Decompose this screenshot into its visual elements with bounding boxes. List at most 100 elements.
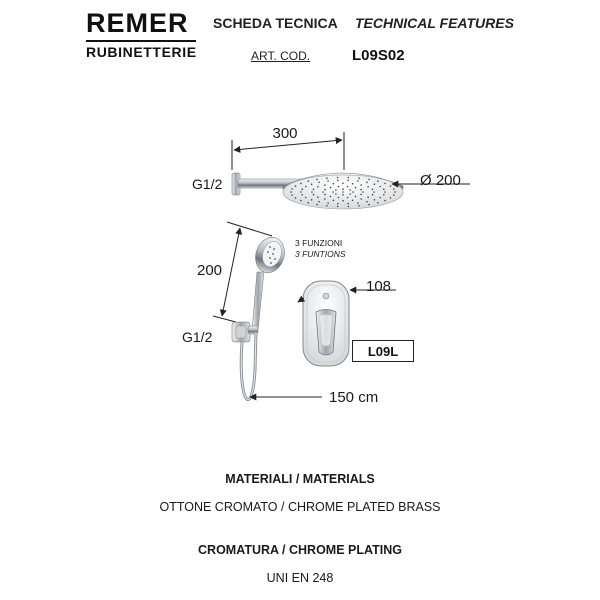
dim-plate-arrow-left bbox=[297, 295, 306, 303]
nozzle-dot bbox=[383, 188, 385, 190]
article-code: L09S02 bbox=[352, 47, 405, 64]
nozzle-dot bbox=[307, 180, 310, 182]
nozzle-dot bbox=[335, 193, 337, 195]
nozzle-dot bbox=[335, 189, 337, 191]
brand-divider bbox=[86, 40, 196, 42]
nozzle-dot bbox=[367, 196, 369, 198]
nozzle-dot bbox=[347, 205, 350, 208]
nozzle-dot bbox=[310, 183, 313, 185]
nozzle-dot bbox=[329, 195, 332, 198]
nozzle-dot bbox=[384, 199, 386, 202]
nozzle-dot bbox=[290, 191, 292, 193]
nozzle-dot bbox=[316, 178, 318, 181]
nozzle-dot bbox=[326, 177, 328, 179]
nozzle-dot bbox=[322, 191, 324, 193]
materials-title: MATERIALI / MATERIALS bbox=[225, 472, 375, 486]
nozzle-dot bbox=[342, 188, 344, 190]
nozzle-dot bbox=[379, 196, 382, 199]
technical-drawing: 300 G1/2 Ø 200 200 G1/2 3 FUNZIONI 3 FUN… bbox=[182, 125, 470, 406]
nozzle-dot bbox=[332, 182, 335, 185]
nozzle-dot bbox=[347, 202, 349, 205]
nozzle-dot bbox=[337, 196, 340, 199]
hand-shower bbox=[251, 237, 285, 331]
nozzle-dot bbox=[358, 177, 360, 179]
nozzle-dot bbox=[332, 191, 334, 193]
functions-label-en: 3 FUNTIONS bbox=[295, 249, 346, 259]
nozzle-dot bbox=[389, 197, 392, 199]
nozzle-dot bbox=[316, 203, 318, 206]
nozzle-dot bbox=[342, 199, 344, 202]
nozzle-dot bbox=[352, 191, 354, 193]
dim-hand-bottom-tick bbox=[212, 315, 237, 323]
nozzle-dot bbox=[342, 191, 344, 193]
nozzle-dot bbox=[377, 202, 379, 204]
nozzle-dot bbox=[318, 200, 320, 203]
functions-label-it: 3 FUNZIONI bbox=[295, 238, 342, 248]
nozzle-dot bbox=[360, 198, 363, 200]
nozzle-dot bbox=[384, 182, 386, 185]
nozzle-dot bbox=[311, 191, 313, 193]
nozzle-dot bbox=[294, 185, 297, 187]
nozzle-dot bbox=[351, 182, 354, 185]
diverter-knob bbox=[322, 292, 330, 300]
nozzle-dot bbox=[362, 191, 364, 193]
article-code-label: ART. COD. bbox=[251, 49, 311, 63]
nozzle-dot bbox=[342, 194, 344, 196]
nozzle-dot bbox=[312, 188, 315, 191]
brand-subtitle: RUBINETTERIE bbox=[86, 44, 197, 60]
nozzle-dot bbox=[393, 188, 395, 190]
overhead-shower-head bbox=[282, 172, 404, 210]
sheet-title: SCHEDA TECNICA bbox=[213, 15, 338, 31]
nozzle-dot bbox=[337, 202, 339, 205]
nozzle-dot bbox=[354, 195, 357, 198]
nozzle-dot bbox=[367, 186, 369, 188]
nozzle-dot bbox=[329, 186, 332, 189]
nozzle-dot bbox=[317, 196, 319, 198]
nozzle-dot bbox=[327, 180, 329, 182]
nozzle-dot bbox=[301, 194, 304, 196]
nozzle-dot bbox=[349, 189, 351, 191]
dim-thread-bottom: G1/2 bbox=[182, 329, 213, 345]
nozzle-dot bbox=[360, 193, 362, 196]
nozzle-dot bbox=[354, 186, 357, 189]
materials-value: OTTONE CROMATO / CHROME PLATED BRASS bbox=[159, 500, 441, 514]
nozzle-dot bbox=[337, 179, 339, 182]
nozzle-dot bbox=[371, 193, 374, 196]
nozzle-dot bbox=[324, 188, 326, 191]
nozzle-dot bbox=[360, 188, 362, 191]
nozzle-dot bbox=[384, 191, 386, 193]
dim-head-diameter: Ø 200 bbox=[420, 172, 461, 189]
mixer-plate bbox=[302, 280, 350, 367]
nozzle-dot bbox=[360, 184, 363, 186]
nozzle-dot bbox=[393, 194, 395, 196]
nozzle-dot bbox=[379, 185, 382, 188]
nozzle-dot bbox=[366, 200, 368, 203]
brand-logo-text: REMER bbox=[86, 8, 189, 38]
nozzle-dot bbox=[336, 176, 339, 179]
sheet-title-english: TECHNICAL FEATURES bbox=[355, 15, 514, 31]
nozzle-dot bbox=[324, 193, 326, 196]
nozzle-dot bbox=[300, 199, 302, 202]
nozzle-dot bbox=[324, 184, 326, 186]
nozzle-dot bbox=[305, 196, 307, 199]
model-code-box: L09L bbox=[352, 340, 414, 362]
nozzle-dot bbox=[351, 199, 354, 202]
nozzle-dot bbox=[383, 194, 385, 196]
nozzle-dot bbox=[310, 199, 313, 201]
dim-hand-top-tick bbox=[226, 221, 273, 237]
nozzle-dot bbox=[368, 178, 370, 181]
nozzle-dot bbox=[300, 191, 302, 193]
nozzle-dot bbox=[347, 176, 350, 179]
nozzle-dot bbox=[358, 205, 360, 207]
nozzle-dot bbox=[291, 194, 293, 196]
dim-arm-line bbox=[233, 137, 343, 153]
nozzle-dot bbox=[371, 188, 374, 191]
nozzle-dot bbox=[301, 188, 304, 190]
nozzle-dot bbox=[347, 179, 349, 182]
nozzle-dot bbox=[305, 185, 307, 188]
dim-thread-top: G1/2 bbox=[192, 176, 223, 192]
nozzle-dot bbox=[342, 182, 344, 185]
dim-arm-length: 300 bbox=[272, 125, 297, 142]
nozzle-dot bbox=[389, 185, 392, 187]
nozzle-dot bbox=[317, 186, 319, 188]
